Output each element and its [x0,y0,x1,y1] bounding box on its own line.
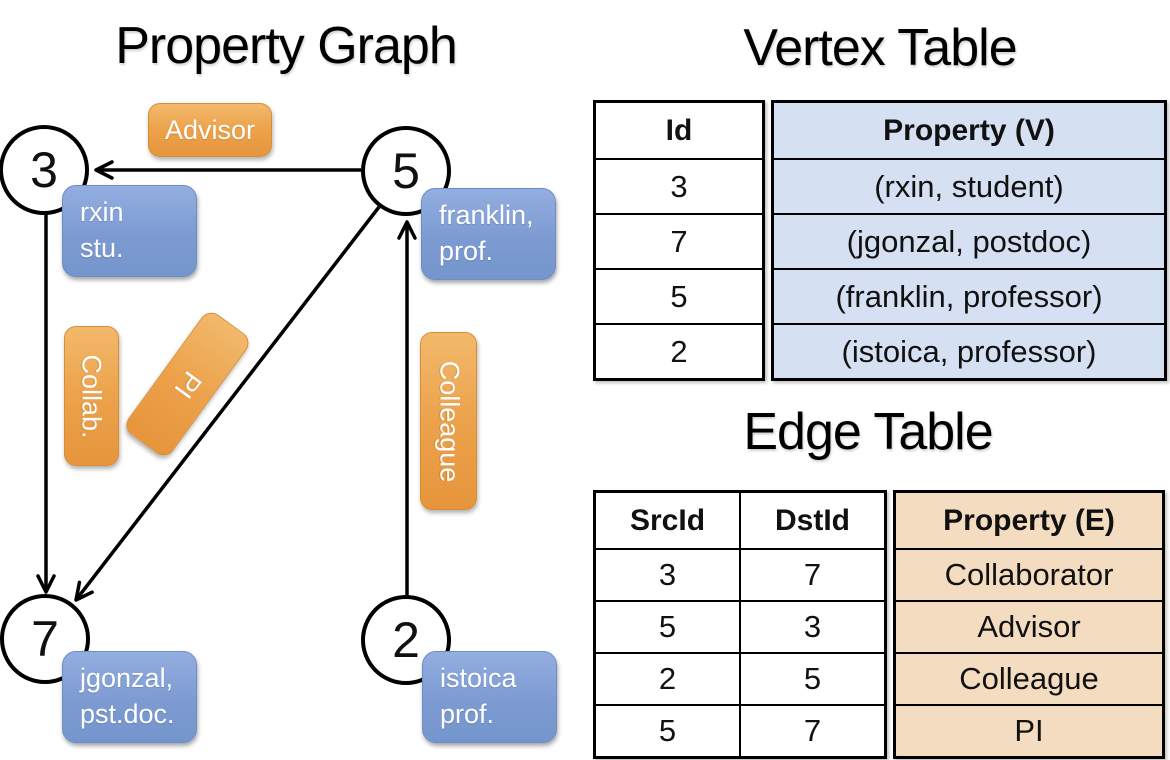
vertex-box-line: rxin [80,197,124,228]
table-cell: (rxin, student) [774,158,1164,213]
vertex-box-line: jgonzal, [80,663,174,694]
node-7-label: 7 [31,611,59,667]
table-cell: 2 [596,652,739,704]
edge-table-title: Edge Table [743,403,993,461]
node-2-label: 2 [392,612,420,668]
edge-label-text: PI [168,365,208,404]
table-cell: 3 [596,548,739,600]
vertex-box-line: istoica [440,663,517,694]
graph-edges [36,160,417,602]
vertex-property-box-istoica: istoica prof. [422,651,557,743]
table-cell: PI [896,704,1162,756]
table-cell: Colleague [896,652,1162,704]
table-cell: 5 [596,268,762,323]
edge-label-collab: Collab. [64,326,119,466]
vertex-col-header-id: Id [665,113,693,147]
vertex-box-line: stu. [80,233,124,263]
table-cell: (jgonzal, postdoc) [774,213,1164,268]
graph-node-5: 5 [361,126,451,216]
vertex-box-line: franklin, [439,200,534,231]
vertex-property-box-franklin: franklin, prof. [421,188,556,280]
table-cell: 3 [596,158,762,213]
vertex-table-title: Vertex Table [743,19,1017,77]
edge-table-property-column: Property (E) Collaborator Advisor Collea… [893,490,1165,759]
vertex-box-line: pst.doc. [80,699,175,729]
vertex-table-id-column: Id 3 7 5 2 [593,100,765,381]
table-cell: 7 [741,548,884,600]
table-cell: 3 [741,600,884,652]
edge-table-id-columns: SrcId 3 5 2 5 DstId 7 3 5 7 [593,490,887,759]
vertex-table-property-column: Property (V) (rxin, student) (jgonzal, p… [771,100,1167,381]
table-cell: 7 [741,704,884,756]
edge-col-header-srcid: SrcId [629,503,706,537]
vertex-box-line: prof. [439,236,494,266]
edge-label-colleague: Colleague [420,332,477,510]
edge-col-header-property: Property (E) [943,503,1115,537]
table-cell: Collaborator [896,548,1162,600]
vertex-col-header-property: Property (V) [883,113,1055,147]
table-cell: Advisor [896,600,1162,652]
graph-node-2: 2 [361,595,451,685]
vertex-box-line: prof. [440,699,495,729]
edge-col-header-dstid: DstId [775,503,850,537]
table-cell: (istoica, professor) [774,323,1164,378]
node-5-label: 5 [392,143,420,199]
node-3-label: 3 [30,142,58,198]
table-cell: 2 [596,323,762,378]
edge-label-text: Advisor [164,114,256,145]
vertex-property-box-jgonzal: jgonzal, pst.doc. [62,651,197,743]
edge-table-srcid-column: SrcId 3 5 2 5 [596,493,739,756]
edge-label-text: Collab. [77,353,108,439]
table-cell: (franklin, professor) [774,268,1164,323]
table-cell: 7 [596,213,762,268]
edge-table-dstid-column: DstId 7 3 5 7 [739,493,884,756]
edge-pi-5-to-7 [74,205,381,602]
edge-label-text: Colleague [434,360,464,482]
vertex-property-box-rxin: rxin stu. [62,185,197,277]
table-cell: 5 [596,704,739,756]
table-cell: 5 [741,652,884,704]
edge-label-advisor: Advisor [148,103,272,157]
table-cell: 5 [596,600,739,652]
property-graph-title: Property Graph [115,17,457,75]
